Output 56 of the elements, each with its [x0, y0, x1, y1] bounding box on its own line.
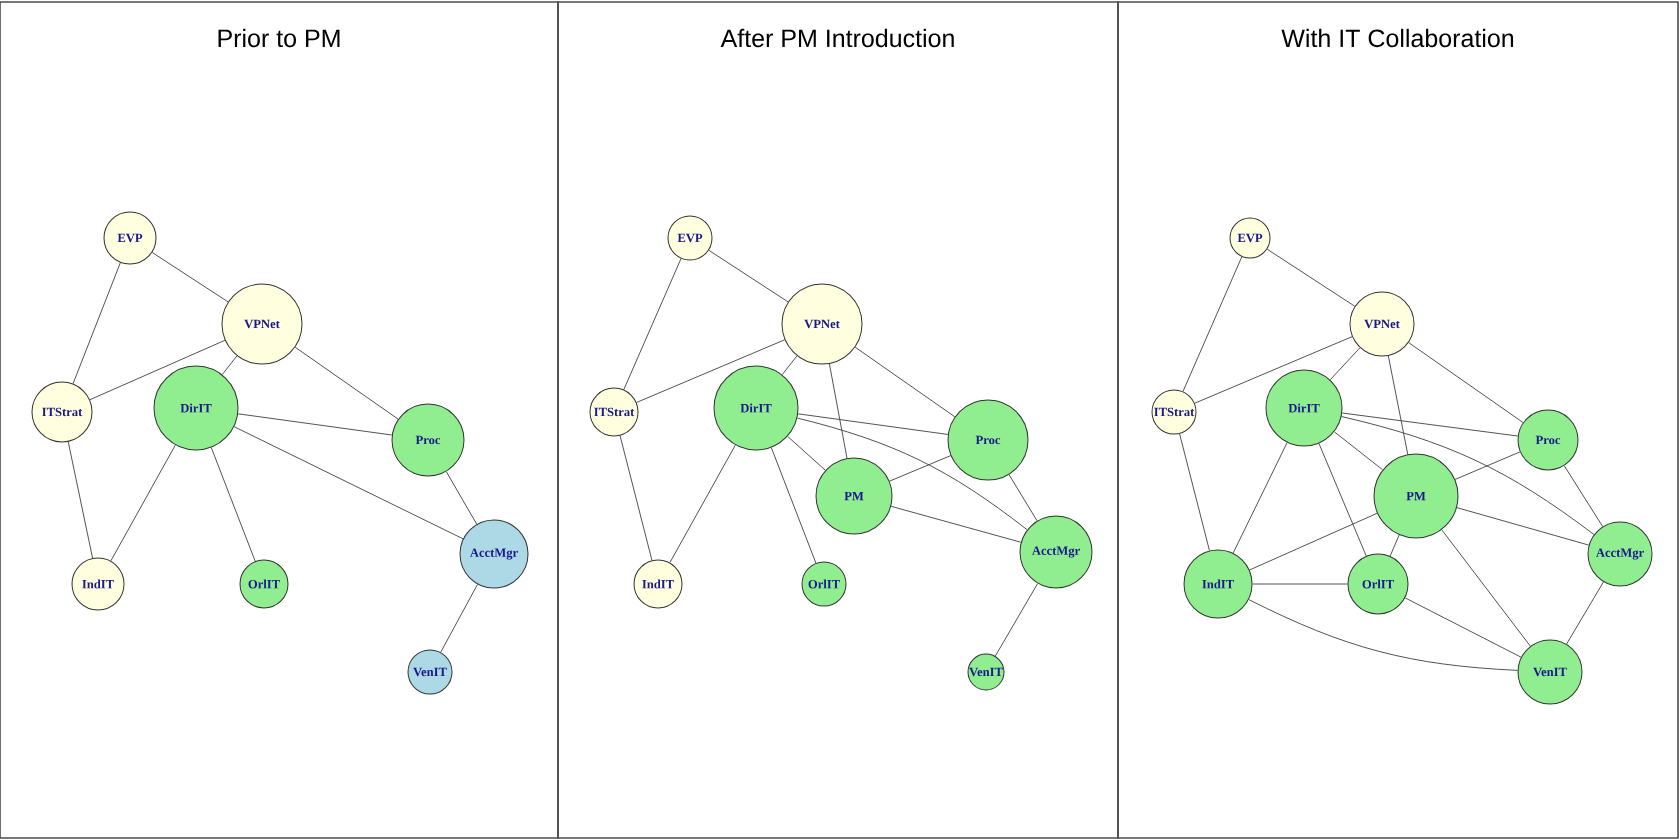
connector-line	[1266, 248, 1356, 307]
connector-line	[440, 583, 478, 653]
connector-line	[1404, 597, 1522, 658]
connector-line	[890, 505, 1022, 543]
connector-line	[89, 339, 226, 401]
connector-line	[294, 346, 399, 420]
connector-line	[1179, 433, 1210, 552]
panel	[0, 1, 559, 839]
connector-line	[781, 355, 798, 376]
connector-line	[1341, 416, 1595, 535]
connector-line	[1252, 583, 1348, 585]
connector-line	[1182, 256, 1243, 392]
connector-line	[1194, 336, 1353, 404]
connector-line	[210, 447, 256, 562]
connector-line	[1441, 529, 1531, 647]
connector-line	[1408, 342, 1524, 423]
connector-line	[669, 444, 736, 564]
connector-line	[1341, 412, 1519, 437]
panel-title: With IT Collaboration	[1281, 28, 1514, 48]
connector-line	[636, 339, 786, 403]
panel	[1117, 1, 1679, 839]
connector-line	[67, 441, 93, 559]
connector-line	[1248, 599, 1518, 671]
connector-line	[1566, 581, 1604, 645]
connector-line	[1389, 534, 1400, 557]
connector-line	[994, 583, 1039, 657]
connector-line	[1456, 507, 1590, 546]
connector-line	[796, 417, 1028, 531]
connector-line	[854, 346, 956, 418]
connector-line	[237, 413, 393, 436]
connector-line	[1232, 442, 1288, 554]
connector-line	[1318, 443, 1367, 557]
connector-line	[623, 258, 682, 390]
connector-line	[797, 413, 949, 435]
panel-title: After PM Introduction	[720, 28, 954, 48]
connector-line	[1333, 431, 1384, 471]
connector-line	[151, 252, 229, 303]
connector-line	[708, 249, 789, 303]
connector-line	[1249, 512, 1378, 571]
connector-line	[221, 355, 238, 376]
connector-line	[1454, 451, 1521, 480]
connector-line	[889, 455, 952, 482]
connector-line	[445, 471, 478, 525]
connector-line	[619, 435, 653, 561]
connector-line	[1329, 347, 1361, 381]
connector-line	[1387, 355, 1409, 455]
panel-title: Prior to PM	[218, 28, 340, 48]
connector-line	[770, 447, 817, 564]
connector-line	[1563, 465, 1604, 527]
connector-line	[828, 363, 848, 459]
connector-line	[787, 435, 826, 471]
panel	[557, 1, 1119, 839]
connector-line	[110, 444, 176, 562]
connector-line	[72, 262, 121, 385]
connector-line	[233, 426, 464, 540]
connector-line	[1008, 474, 1038, 522]
